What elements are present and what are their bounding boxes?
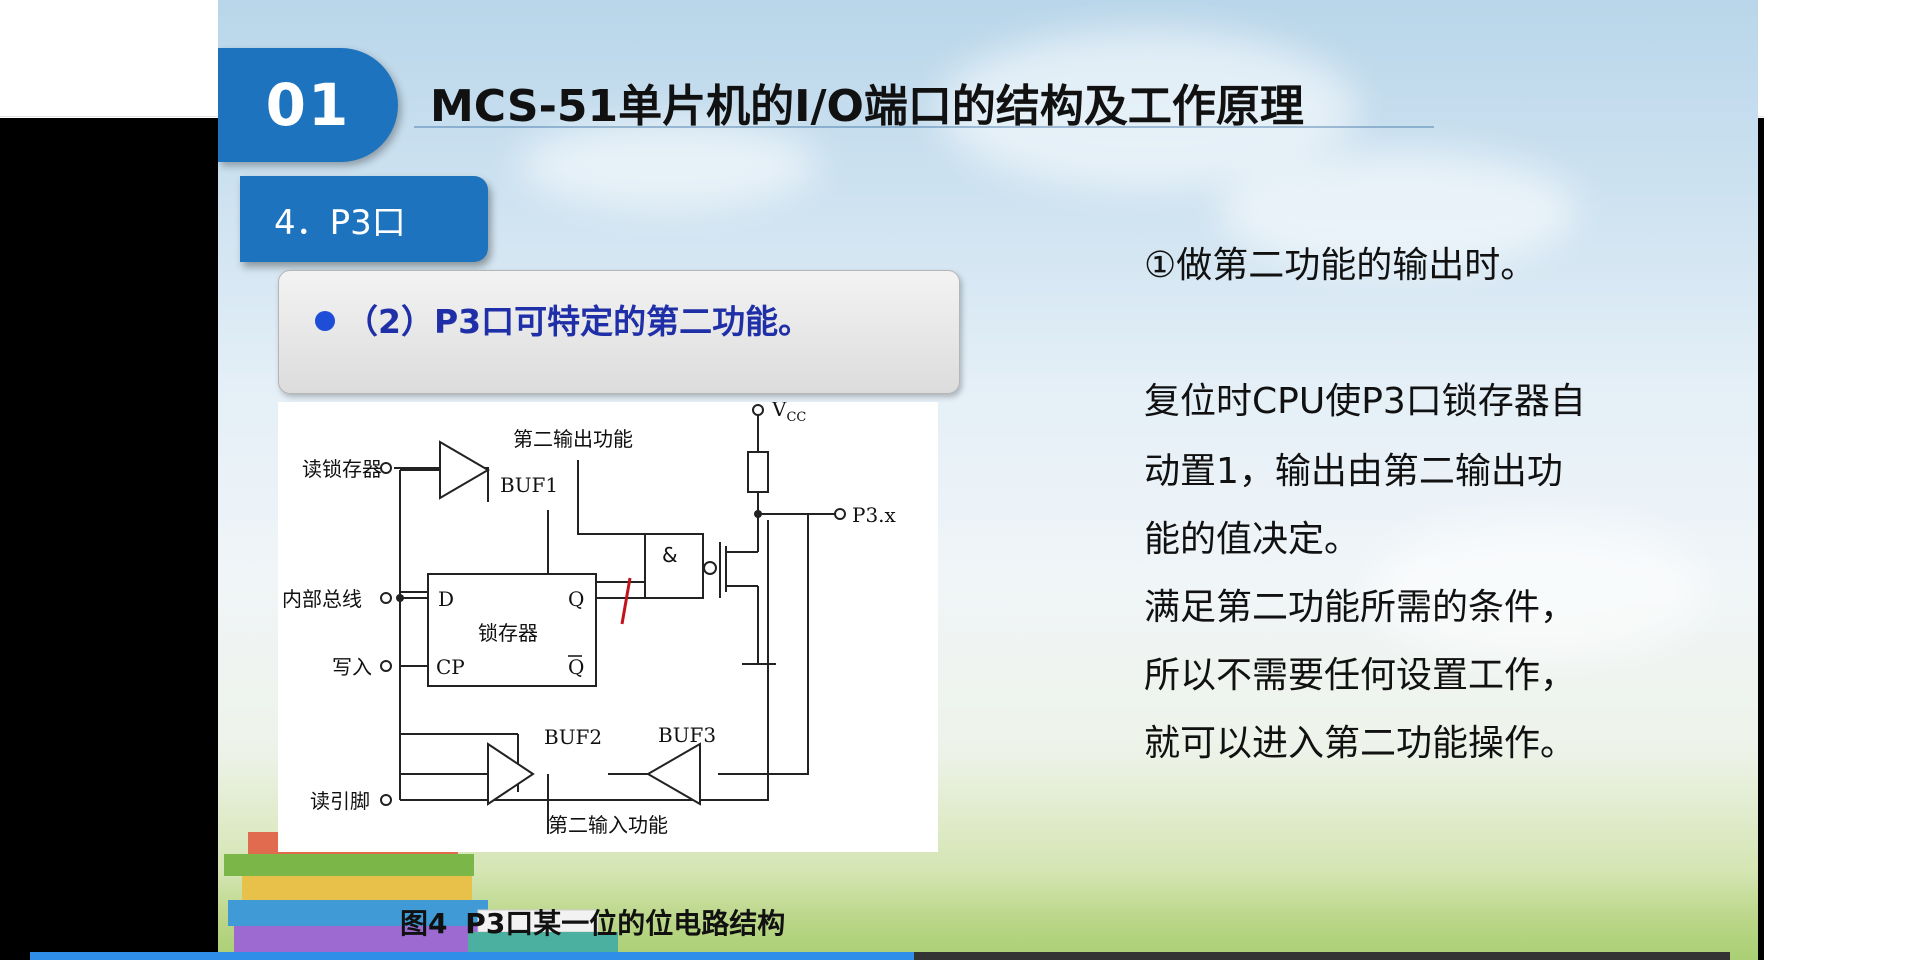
progress-fill — [30, 952, 914, 960]
figure-caption: 图4 P3口某一位的位电路结构 — [400, 902, 785, 942]
video-progress-bar[interactable] — [30, 952, 1730, 960]
section-tag: 4．P3口 — [240, 176, 488, 262]
label-pin: P3.x — [852, 503, 897, 527]
label-second-input: 第二输入功能 — [548, 813, 668, 837]
caption-text: P3口某一位的位电路结构 — [465, 907, 786, 940]
caption-figure-number: 图4 — [400, 907, 448, 940]
label-vcc: VCC — [771, 402, 806, 425]
label-second-output: 第二输出功能 — [513, 427, 633, 451]
bullet-text: （2）P3口可特定的第二功能。 — [345, 302, 812, 341]
slide-title: MCS-51单片机的I/O端口的结构及工作原理 — [430, 81, 1304, 132]
right-text-line-2: 复位时CPU使P3口锁存器自 — [1144, 381, 1586, 422]
label-latch-d: D — [438, 587, 454, 611]
slide: 01 MCS-51单片机的I/O端口的结构及工作原理 4．P3口 （2）P3口可… — [218, 0, 1758, 960]
right-text-line-7: 就可以进入第二功能操作。 — [1144, 723, 1577, 764]
bullet-box: （2）P3口可特定的第二功能。 — [278, 270, 960, 394]
right-text-line-6: 所以不需要任何设置工作， — [1144, 655, 1577, 696]
right-text-line-5: 满足第二功能所需的条件， — [1144, 587, 1577, 628]
label-internal-bus: 内部总线 — [282, 587, 362, 611]
label-write: 写入 — [332, 655, 372, 679]
label-read-pin: 读引脚 — [310, 789, 370, 813]
label-latch-qbar: Q — [568, 655, 584, 679]
label-buf3: BUF3 — [658, 723, 716, 747]
title-underline — [414, 126, 1434, 128]
p3-circuit-diagram: 读锁存器 1 内部总线 写入 读引脚 第二输出功能 第二输入功能 BUF1 BU… — [278, 402, 938, 852]
right-text-line-3: 动置1，输出由第二输出功 — [1144, 451, 1563, 492]
viewer-side-panel — [1764, 0, 1920, 960]
bullet-icon — [315, 310, 335, 331]
label-read-latch: 读锁存器 — [302, 457, 382, 481]
label-and-gate: & — [662, 543, 678, 567]
right-text-line-4: 能的值决定。 — [1144, 519, 1361, 560]
label-latch-q: Q — [568, 587, 584, 611]
label-latch-cp: CP — [436, 655, 465, 679]
label-buf1: BUF1 — [500, 473, 558, 497]
right-text-line-1: ①做第二功能的输出时。 — [1144, 245, 1537, 286]
label-latch-name: 锁存器 — [478, 621, 538, 645]
bullet-point: （2）P3口可特定的第二功能。 — [315, 295, 811, 343]
section-number-badge: 01 — [218, 48, 398, 162]
label-buf2: BUF2 — [544, 725, 602, 749]
